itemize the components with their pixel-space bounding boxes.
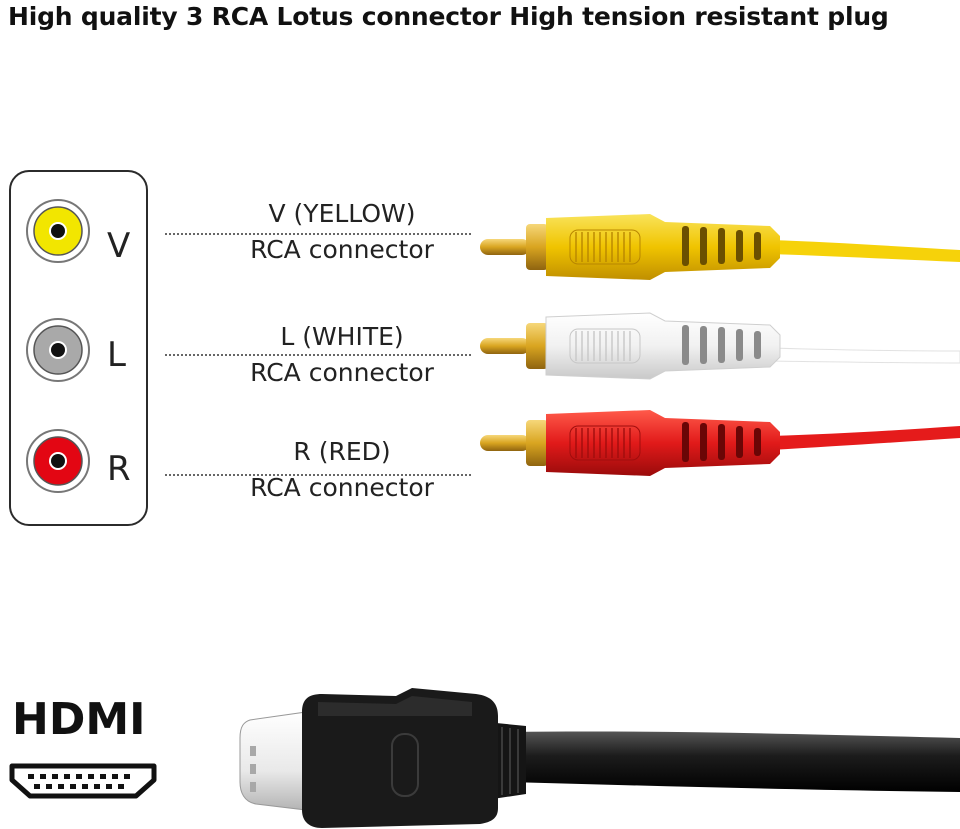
hdmi-logo-icon: HDMI: [9, 694, 157, 799]
hdmi-plug-icon: [239, 688, 960, 828]
headline: High quality 3 RCA Lotus connector High …: [8, 2, 889, 31]
white-jack-icon: [26, 318, 90, 382]
leader-line-l: [165, 354, 471, 356]
red-jack-icon: [26, 429, 90, 493]
connector-title-l: L (WHITE): [280, 322, 404, 351]
jack-letter-r: R: [107, 449, 131, 489]
connector-subtitle-v: RCA connector: [250, 235, 434, 264]
connector-label-v: V (YELLOW) RCA connector: [182, 199, 502, 265]
connector-title-v: V (YELLOW): [268, 199, 416, 228]
red-rca-plug-icon: [480, 410, 960, 476]
rca-plugs-illustration: [480, 214, 960, 476]
yellow-jack-icon: [26, 199, 90, 263]
white-rca-plug-icon: [480, 312, 960, 380]
leader-line-v: [165, 233, 471, 235]
hdmi-logo-text: HDMI: [12, 694, 146, 745]
yellow-rca-plug-icon: [480, 214, 960, 280]
jack-panel: V L R: [9, 170, 148, 526]
leader-line-r: [165, 474, 471, 476]
jack-letter-l: L: [107, 335, 126, 375]
jack-letter-v: V: [107, 226, 131, 266]
connector-subtitle-l: RCA connector: [250, 358, 434, 387]
connector-label-r: R (RED) RCA connector: [182, 437, 502, 503]
connector-subtitle-r: RCA connector: [250, 473, 434, 502]
connector-label-l: L (WHITE) RCA connector: [182, 322, 502, 388]
connector-title-r: R (RED): [293, 437, 391, 466]
